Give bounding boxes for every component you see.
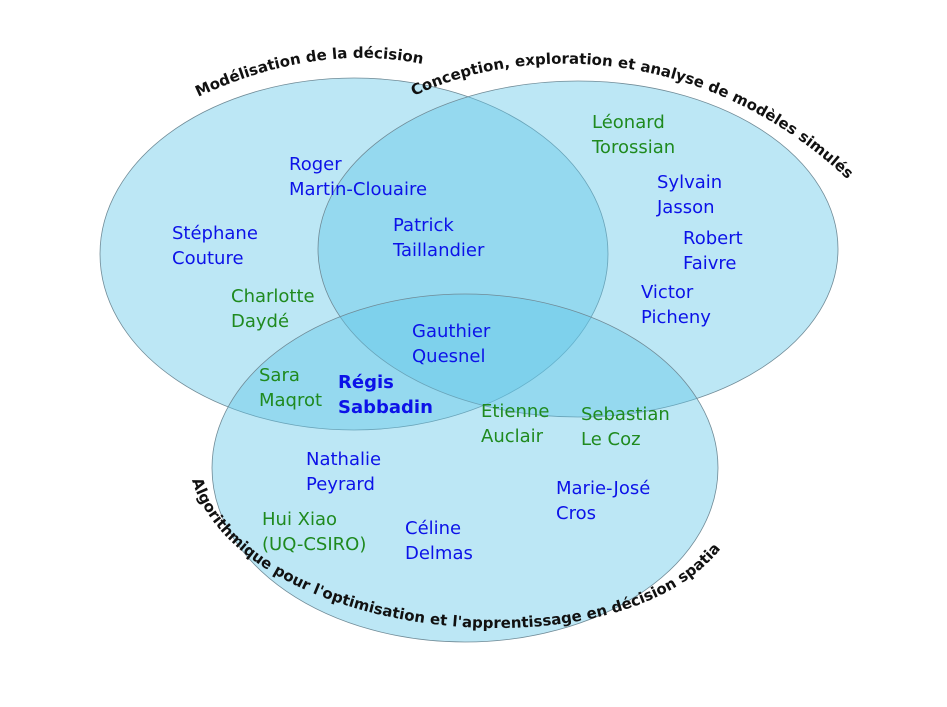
person-first-line: Marie-José [556, 478, 651, 499]
person-second-line: Torossian [592, 137, 676, 158]
person-first-line: Etienne [481, 401, 550, 422]
person-first-line: Sebastian [581, 404, 670, 425]
person-robert: Robert Faivre [683, 226, 743, 276]
person-first-line: Régis [338, 372, 394, 393]
person-leonard: Léonard Torossian [592, 110, 675, 160]
person-second-line: Sabbadin [338, 397, 433, 418]
person-second-line: Le Coz [581, 429, 641, 450]
person-first-line: Léonard [592, 112, 665, 133]
circle-simulated-models [317, 80, 839, 418]
circle-spatial-algorithms [211, 293, 719, 643]
person-first-line: Roger [289, 154, 342, 175]
person-roger: Roger Martin-Clouaire [289, 152, 427, 202]
person-patrick: Patrick Taillandier [393, 213, 484, 263]
person-first-line: Sara [259, 365, 300, 386]
person-second-line: Peyrard [306, 474, 375, 495]
person-hui: Hui Xiao (UQ-CSIRO) [262, 507, 366, 557]
person-second-line: Daydé [231, 311, 290, 332]
person-celine: Céline Delmas [405, 516, 473, 566]
person-gauthier: Gauthier Quesnel [412, 319, 490, 369]
person-second-line: (UQ-CSIRO) [262, 534, 367, 555]
person-second-line: Faivre [683, 253, 737, 274]
person-etienne: Etienne Auclair [481, 399, 549, 449]
person-second-line: Maqrot [259, 390, 323, 411]
person-marie-jose: Marie-José Cros [556, 476, 650, 526]
person-second-line: Taillandier [393, 240, 485, 261]
person-first-line: Sylvain [657, 172, 723, 193]
person-second-line: Delmas [405, 543, 473, 564]
person-stephane: Stéphane Couture [172, 221, 258, 271]
person-nathalie: Nathalie Peyrard [306, 447, 381, 497]
person-second-line: Couture [172, 248, 244, 269]
person-first-line: Patrick [393, 215, 454, 236]
person-charlotte: Charlotte Daydé [231, 284, 315, 334]
person-first-line: Céline [405, 518, 462, 539]
person-first-line: Stéphane [172, 223, 258, 244]
person-second-line: Picheny [641, 307, 711, 328]
person-second-line: Cros [556, 503, 596, 524]
person-first-line: Nathalie [306, 449, 382, 470]
person-sara: Sara Maqrot [259, 363, 322, 413]
person-first-line: Hui Xiao [262, 509, 338, 530]
person-first-line: Charlotte [231, 286, 315, 307]
person-second-line: Quesnel [412, 346, 486, 367]
person-victor: Victor Picheny [641, 280, 711, 330]
person-regis: Régis Sabbadin [338, 370, 433, 420]
person-second-line: Martin-Clouaire [289, 179, 428, 200]
person-sebastian: Sebastian Le Coz [581, 402, 670, 452]
person-first-line: Victor [641, 282, 694, 303]
circle-decision-modeling [99, 77, 609, 431]
person-sylvain: Sylvain Jasson [657, 170, 722, 220]
person-first-line: Gauthier [412, 321, 491, 342]
person-second-line: Jasson [657, 197, 715, 218]
person-second-line: Auclair [481, 426, 544, 447]
person-first-line: Robert [683, 228, 743, 249]
